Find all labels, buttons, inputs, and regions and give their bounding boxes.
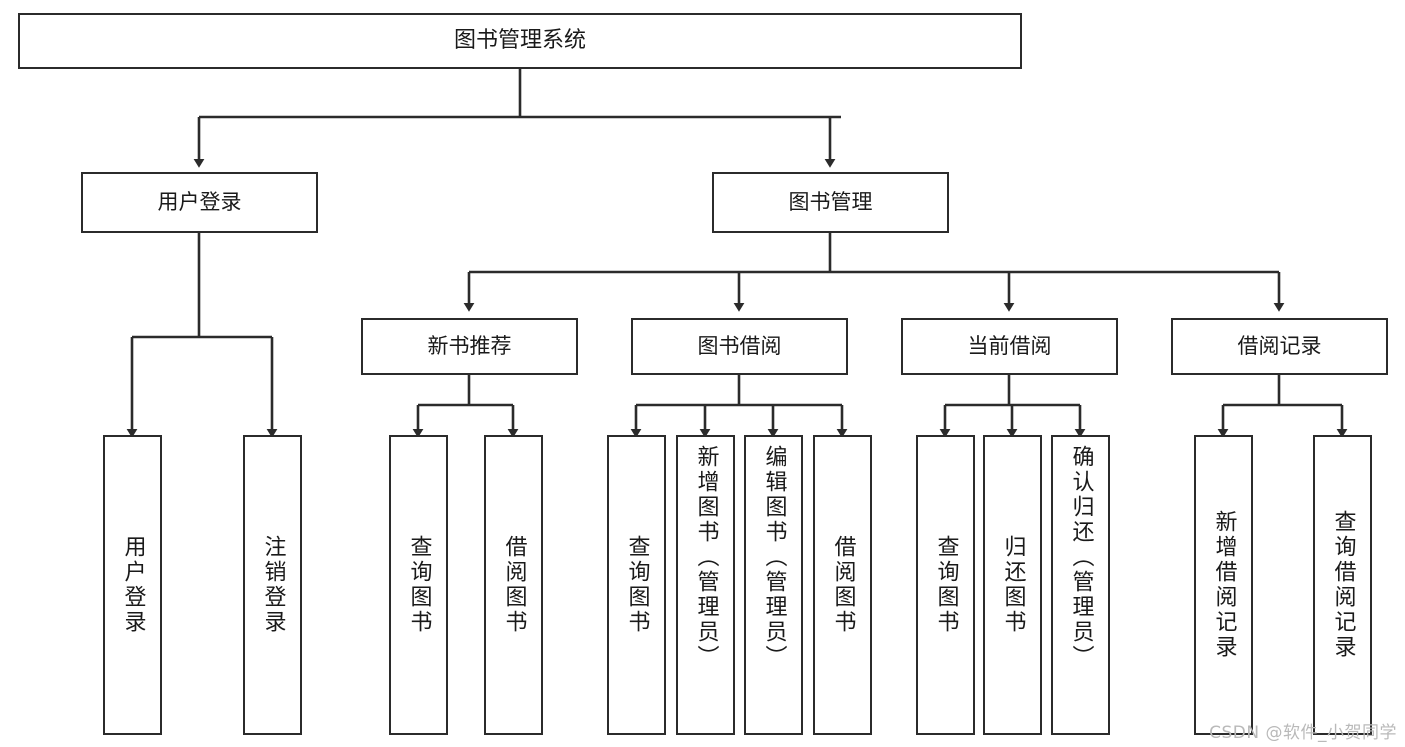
node-new-book-recommend[interactable]: 新书推荐 [361, 318, 578, 375]
node-label: 图书管理 [788, 190, 873, 215]
leaf-label: 新增借阅记录 [1211, 510, 1237, 660]
node-label: 图书管理系统 [453, 28, 586, 54]
leaf-borrow-book-1[interactable]: 借阅图书 [484, 435, 543, 735]
leaf-label: 编辑图书（管理员） [761, 445, 787, 670]
leaf-label: 确认归还（管理员） [1068, 445, 1094, 670]
leaf-label: 查询借阅记录 [1330, 510, 1356, 660]
leaf-label: 查询图书 [933, 535, 959, 635]
leaf-label: 用户登录 [120, 535, 146, 635]
leaf-label: 注销登录 [260, 535, 286, 635]
leaf-query-book-2[interactable]: 查询图书 [607, 435, 666, 735]
leaf-label: 借阅图书 [830, 535, 856, 635]
node-book-borrow[interactable]: 图书借阅 [631, 318, 848, 375]
node-label: 借阅记录 [1237, 334, 1322, 359]
leaf-add-borrow-record[interactable]: 新增借阅记录 [1194, 435, 1253, 735]
leaf-label: 查询图书 [406, 535, 432, 635]
leaf-query-book-1[interactable]: 查询图书 [389, 435, 448, 735]
node-label: 图书借阅 [697, 334, 782, 359]
leaf-label: 查询图书 [624, 535, 650, 635]
node-root-book-management-system[interactable]: 图书管理系统 [18, 13, 1022, 69]
leaf-confirm-return-admin[interactable]: 确认归还（管理员） [1051, 435, 1110, 735]
node-label: 当前借阅 [967, 334, 1052, 359]
leaf-query-book-3[interactable]: 查询图书 [916, 435, 975, 735]
leaf-query-borrow-record[interactable]: 查询借阅记录 [1313, 435, 1372, 735]
leaf-logout-login[interactable]: 注销登录 [243, 435, 302, 735]
leaf-edit-book-admin[interactable]: 编辑图书（管理员） [744, 435, 803, 735]
leaf-borrow-book-2[interactable]: 借阅图书 [813, 435, 872, 735]
node-book-management[interactable]: 图书管理 [712, 172, 949, 233]
node-user-login[interactable]: 用户登录 [81, 172, 318, 233]
node-borrow-record[interactable]: 借阅记录 [1171, 318, 1388, 375]
leaf-add-book-admin[interactable]: 新增图书（管理员） [676, 435, 735, 735]
leaf-return-book[interactable]: 归还图书 [983, 435, 1042, 735]
leaf-user-login[interactable]: 用户登录 [103, 435, 162, 735]
leaf-label: 新增图书（管理员） [693, 445, 719, 670]
leaf-label: 归还图书 [1000, 535, 1026, 635]
node-current-borrow[interactable]: 当前借阅 [901, 318, 1118, 375]
leaf-label: 借阅图书 [501, 535, 527, 635]
node-label: 用户登录 [157, 190, 242, 215]
node-label: 新书推荐 [427, 334, 512, 359]
